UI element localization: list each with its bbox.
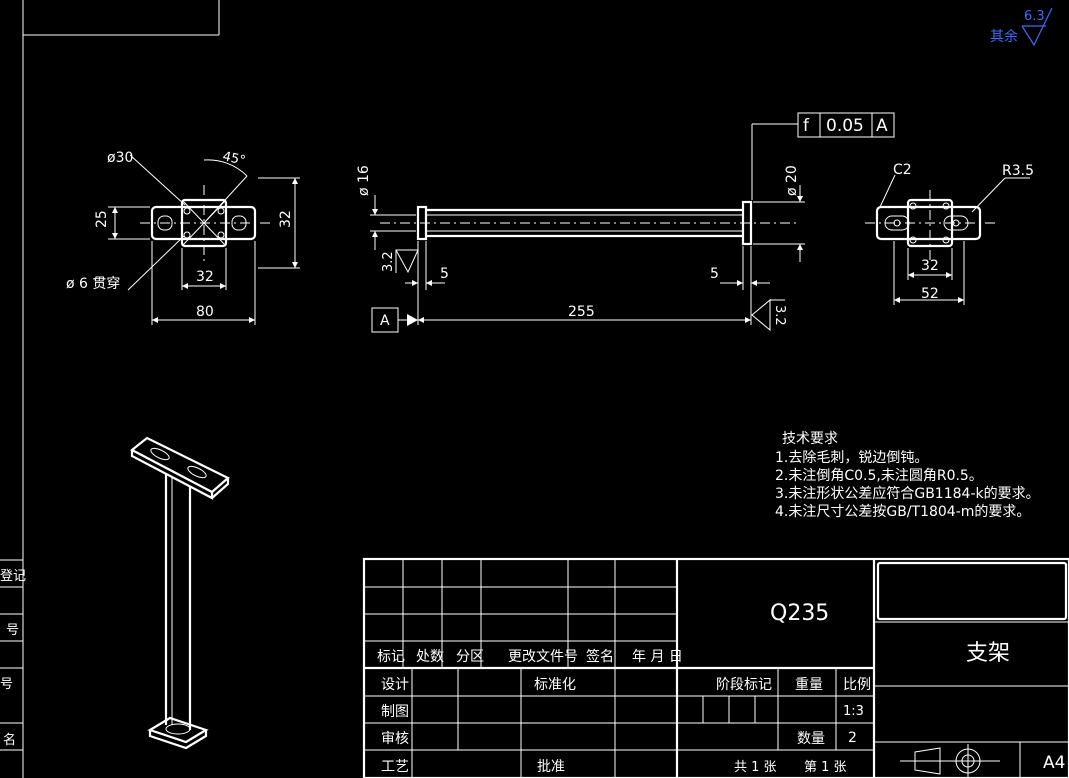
side-strip-2: 号 xyxy=(6,623,19,638)
side-strip-1: 登记 xyxy=(0,569,26,584)
header-change-doc: 更改文件号 xyxy=(508,649,578,665)
approve-label: 批准 xyxy=(537,759,565,775)
isometric-view xyxy=(129,436,230,750)
design-label: 设计 xyxy=(381,677,409,693)
part-name: 支架 xyxy=(966,641,1010,666)
front-height-left: 25 xyxy=(94,210,110,228)
stage-label: 阶段标记 xyxy=(716,677,772,693)
side-view xyxy=(370,112,895,333)
sheets-total: 共 1 张 xyxy=(734,760,777,775)
tech-item-1: 1.去除毛刺，锐边倒钝。 xyxy=(775,450,928,466)
front-dia-top: ø30 xyxy=(107,150,133,166)
sheet-size: A4 xyxy=(1043,753,1065,773)
header-mark: 标记 xyxy=(377,649,405,665)
front-view xyxy=(108,154,300,325)
tol-symbol: f xyxy=(803,116,810,136)
front-height-right: 32 xyxy=(278,210,294,228)
top-spacing: 32 xyxy=(921,258,939,274)
process-label: 工艺 xyxy=(381,759,409,775)
roughness-symbol xyxy=(1021,7,1053,47)
standard-label: 标准化 xyxy=(534,677,576,693)
side-dia-left: ø 16 xyxy=(356,165,372,196)
rough-left: 3.2 xyxy=(381,251,396,272)
header-sign: 签名 xyxy=(586,648,614,665)
sheet-number: 第 1 张 xyxy=(804,760,847,775)
front-hole: ø 6 贯穿 xyxy=(66,276,120,292)
title-block xyxy=(362,557,1069,778)
side-dia-right: ø 20 xyxy=(784,165,800,196)
tech-item-4: 4.未注尺寸公差按GB/T1804-m的要求。 xyxy=(775,504,1030,520)
side-strip-4: 名 xyxy=(3,732,16,748)
tech-title: 技术要求 xyxy=(782,431,838,447)
step-left: 5 xyxy=(440,266,449,282)
ratio-label: 比例 xyxy=(843,677,871,693)
top-radius: R3.5 xyxy=(1002,163,1034,179)
header-date: 年 月 日 xyxy=(632,649,683,665)
tech-item-2: 2.未注倒角C0.5,未注圆角R0.5。 xyxy=(775,468,983,484)
roughness-label: 其余 xyxy=(990,28,1018,45)
header-zone: 分区 xyxy=(456,649,484,665)
top-chamfer: C2 xyxy=(893,162,912,178)
check-label: 审核 xyxy=(381,731,409,747)
tech-item-3: 3.未注形状公差应符合GB1184-k的要求。 xyxy=(775,485,1040,502)
roughness-value: 6.3 xyxy=(1024,9,1045,24)
drawing-frame xyxy=(0,0,220,778)
ratio-value: 1:3 xyxy=(843,704,864,719)
front-spacing: 32 xyxy=(196,269,214,285)
header-count: 处数 xyxy=(416,649,444,665)
material: Q235 xyxy=(770,601,829,626)
length-dim: 255 xyxy=(568,304,595,320)
front-width: 80 xyxy=(196,304,214,320)
quantity-value: 2 xyxy=(848,730,857,746)
quantity-label: 数量 xyxy=(797,731,825,747)
front-angle: 45° xyxy=(221,149,247,168)
step-right: 5 xyxy=(710,266,719,282)
tol-value: 0.05 xyxy=(826,116,864,136)
weight-label: 重量 xyxy=(795,677,823,693)
tol-datum: A xyxy=(876,116,888,136)
side-strip-3: 号 xyxy=(0,677,13,692)
top-view xyxy=(865,174,1030,305)
top-width: 52 xyxy=(921,286,939,302)
drawing-label: 制图 xyxy=(381,704,409,720)
datum-label: A xyxy=(380,313,390,329)
rough-right: 3.2 xyxy=(772,305,787,326)
